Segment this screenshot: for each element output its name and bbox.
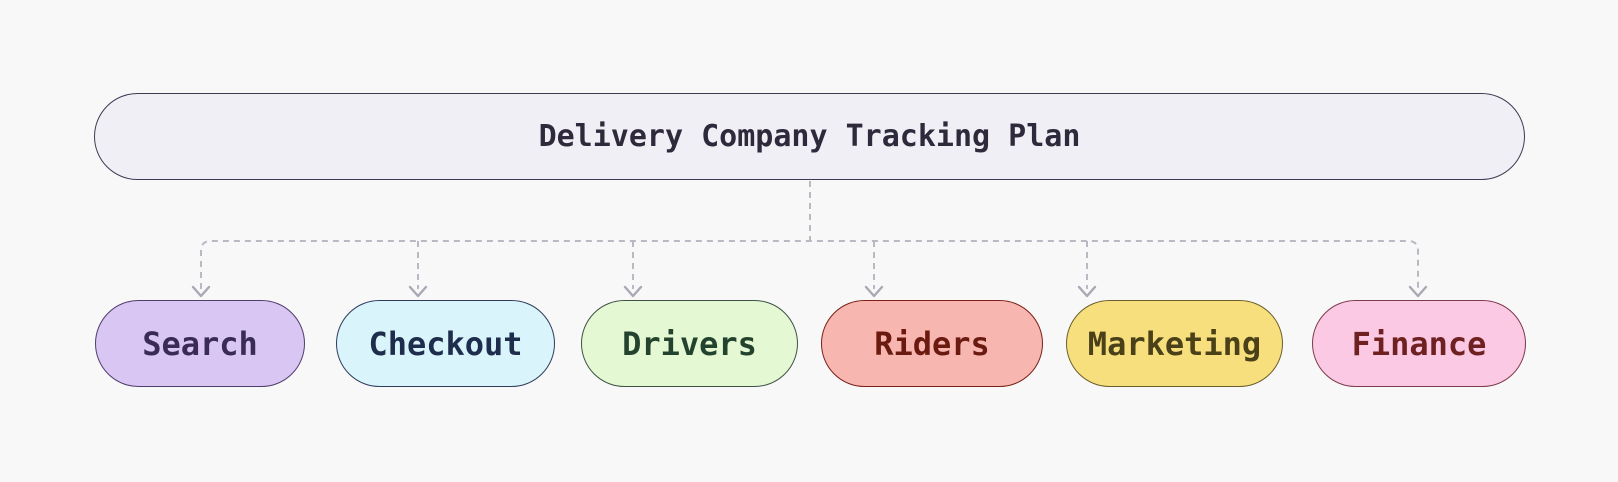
arrow-down-icon xyxy=(623,285,643,298)
arrow-down-icon xyxy=(1077,285,1097,298)
arrow-down-icon xyxy=(408,285,428,298)
connector-dashed-group xyxy=(200,181,1419,289)
node-label: Drivers xyxy=(622,324,757,363)
root-node-label: Delivery Company Tracking Plan xyxy=(538,119,1081,154)
node-delivery-company-tracking-plan[interactable]: Delivery Company Tracking Plan xyxy=(94,93,1525,180)
node-label: Marketing xyxy=(1087,324,1262,363)
node-riders[interactable]: Riders xyxy=(821,300,1043,387)
node-label: Riders xyxy=(874,324,990,363)
arrow-down-icon xyxy=(191,285,211,298)
node-marketing[interactable]: Marketing xyxy=(1066,300,1283,387)
arrow-down-icon xyxy=(1408,285,1428,298)
node-search[interactable]: Search xyxy=(95,300,305,387)
arrow-down-icon xyxy=(864,285,884,298)
node-label: Finance xyxy=(1351,324,1487,363)
node-label: Checkout xyxy=(368,324,523,363)
node-finance[interactable]: Finance xyxy=(1312,300,1526,387)
arrowhead-group xyxy=(191,285,1428,298)
node-label: Search xyxy=(142,324,258,363)
node-checkout[interactable]: Checkout xyxy=(336,300,555,387)
node-drivers[interactable]: Drivers xyxy=(581,300,798,387)
connector-trunk xyxy=(200,240,1419,289)
